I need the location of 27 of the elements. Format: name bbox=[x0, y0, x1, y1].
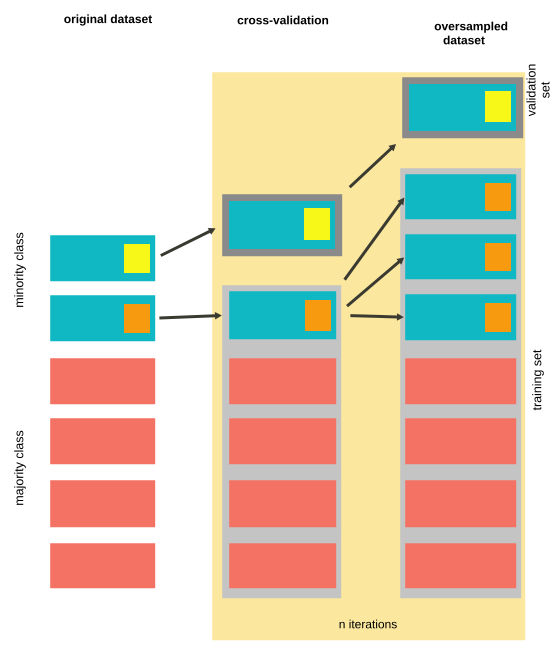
majority-sample-box bbox=[50, 543, 156, 588]
side-label: validation set bbox=[526, 64, 550, 116]
column-heading: oversampled dataset bbox=[434, 22, 508, 44]
majority-sample-box bbox=[405, 480, 516, 528]
majority-sample-box bbox=[229, 358, 336, 404]
majority-sample-box bbox=[229, 543, 336, 588]
minority-sample-box bbox=[405, 234, 516, 280]
column-heading: original dataset bbox=[64, 14, 152, 26]
side-label: majority class bbox=[14, 430, 26, 505]
minority-sample-box bbox=[229, 291, 336, 340]
column-heading: cross-validation bbox=[238, 16, 328, 24]
majority-sample-box bbox=[405, 358, 516, 404]
minority-sample-box bbox=[50, 235, 156, 282]
majority-sample-box bbox=[405, 418, 516, 464]
majority-sample-box bbox=[405, 543, 516, 588]
majority-sample-box bbox=[50, 358, 156, 404]
validation-set-box bbox=[222, 194, 342, 256]
validation-set-box bbox=[402, 77, 524, 138]
minority-sample-box bbox=[405, 294, 516, 340]
majority-sample-box bbox=[229, 480, 336, 528]
side-label: minority class bbox=[14, 232, 26, 307]
majority-sample-box bbox=[50, 418, 156, 464]
majority-sample-box bbox=[229, 418, 336, 464]
minority-sample-box bbox=[50, 295, 156, 342]
minority-sample-box bbox=[405, 174, 516, 220]
side-label: training set bbox=[532, 350, 544, 410]
majority-sample-box bbox=[50, 480, 156, 528]
